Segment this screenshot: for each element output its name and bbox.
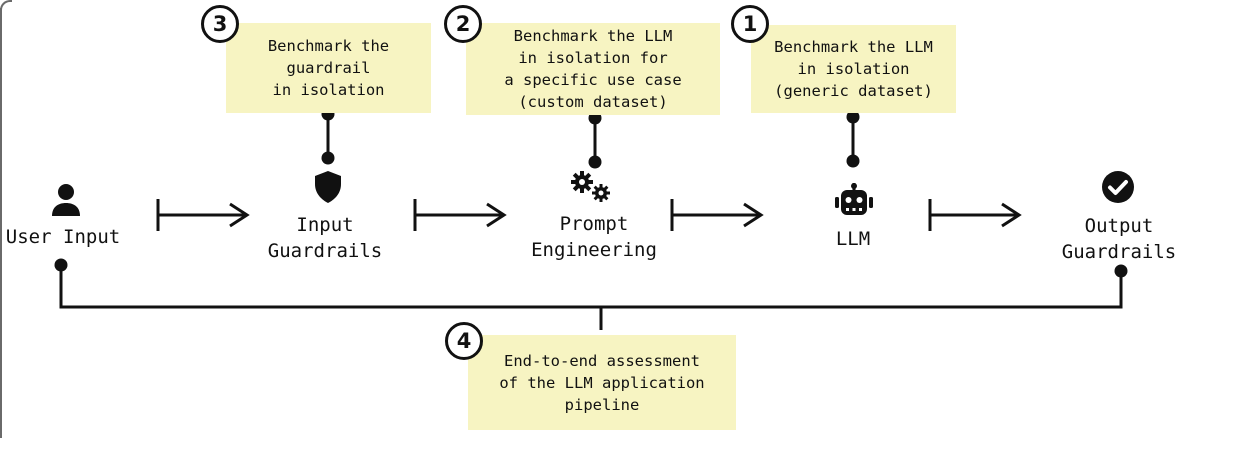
note-end-to-end: End-to-end assessment of the LLM applica… — [468, 335, 736, 430]
note-generic-benchmark: Benchmark the LLM in isolation (generic … — [751, 25, 956, 113]
robot-icon — [835, 183, 873, 215]
end-to-end-bracket — [59, 265, 1123, 309]
pin-dot — [846, 154, 860, 168]
pin-dot — [54, 258, 68, 272]
arrow-llm-to-output-guardrails — [928, 199, 1022, 231]
pin-dot — [588, 155, 602, 169]
stage-label-input-guardrails: Input Guardrails — [267, 214, 383, 262]
stage-label-llm: LLM — [835, 228, 871, 250]
stage-label-prompt-engineering: Prompt Engineering — [531, 213, 657, 261]
note-use-case-benchmark: Benchmark the LLM in isolation for a spe… — [466, 23, 720, 115]
shield-icon — [315, 171, 341, 203]
pin-dot — [321, 151, 335, 165]
arrow-user-to-input-guardrails — [156, 199, 250, 231]
pin-dot — [1114, 264, 1128, 278]
check-circle-icon — [1102, 171, 1134, 203]
frame-edge — [0, 8, 2, 438]
badge-1: 1 — [731, 5, 769, 43]
stage-label-output-guardrails: Output Guardrails — [1061, 215, 1177, 263]
badge-2: 2 — [444, 5, 482, 43]
user-icon — [52, 184, 80, 216]
badge-4: 4 — [445, 322, 483, 360]
stage-label-user-input: User Input — [5, 226, 121, 248]
badge-3: 3 — [201, 5, 239, 43]
gears-icon — [571, 171, 610, 202]
frame-corner — [0, 0, 12, 12]
pin-dot — [846, 110, 860, 124]
arrow-input-guardrails-to-prompt — [413, 199, 507, 231]
arrow-prompt-to-llm — [670, 199, 764, 231]
note-guardrail-benchmark: Benchmark the guardrail in isolation — [226, 23, 431, 113]
